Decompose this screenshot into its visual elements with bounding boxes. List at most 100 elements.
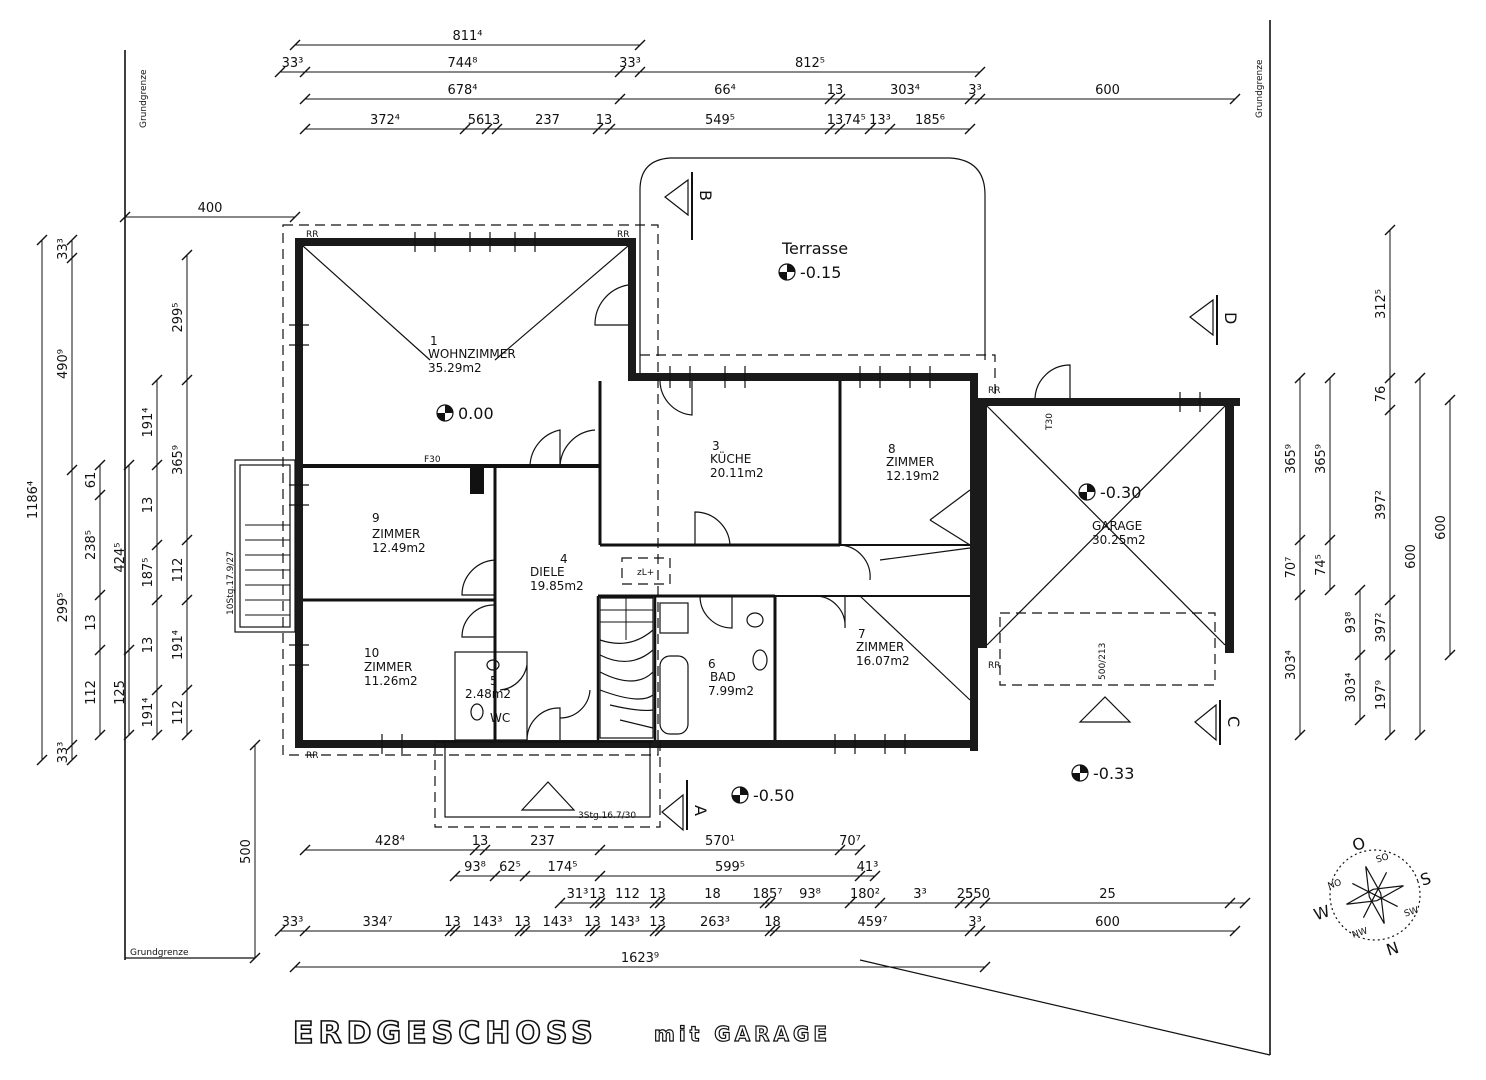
dim-right-3-label: 93⁸	[1344, 612, 1359, 634]
section-marker-b: B	[664, 172, 715, 240]
dim-left-c4-tick	[123, 729, 135, 741]
dim-bot-5-tick	[289, 961, 301, 973]
supply-air-label: zL+	[637, 568, 654, 578]
dim-right-4-tick	[1384, 594, 1396, 606]
dim-top-4-label: 13	[484, 113, 501, 128]
garage-door-rating: T30	[1045, 413, 1055, 431]
compass-no: NO	[1327, 878, 1343, 892]
dim-left-c6-tick	[181, 534, 193, 546]
inner-staircase	[599, 597, 654, 739]
rr-label-3: RR	[306, 751, 319, 761]
dim-bot-4-label: 13	[584, 915, 601, 930]
dim-bot-2-tick	[869, 870, 881, 882]
dim-right-2-label: 365⁹	[1314, 444, 1329, 474]
dim-bot-4-tick	[444, 925, 456, 937]
dim-bot-4-tick	[1229, 925, 1241, 937]
dim-bot-3-label: 25	[957, 887, 974, 902]
dim-left-c3-tick	[94, 644, 106, 656]
dim-left-c3-label: 112	[84, 680, 99, 705]
dim-top-3-tick	[824, 93, 836, 105]
dim-bot-3-tick	[979, 897, 991, 909]
dim-right-1-tick	[1294, 589, 1306, 601]
dim-bot-3-label: 112	[615, 887, 640, 902]
dim-bot-1-label: 570¹	[705, 834, 735, 849]
room-wohnzimmer: 1 WOHNZIMMER 35.29m2	[428, 334, 516, 375]
dim-top-4-tick	[604, 123, 616, 135]
wall-east	[970, 373, 978, 751]
dim-bot-4-label: 3³	[968, 915, 981, 930]
dim-right-1-tick	[1294, 372, 1306, 384]
dim-top-4-label: 237	[535, 113, 560, 128]
dim-left-c5-label: 191⁴	[141, 697, 156, 727]
room-area: 11.26m2	[364, 674, 418, 688]
room-name: ZIMMER	[364, 660, 412, 674]
dim-left-c1-label: 33³	[56, 742, 71, 764]
garage-door-zone	[999, 612, 1216, 686]
dim-right-3-tick	[1354, 649, 1366, 661]
dim-bot-3-tick	[874, 897, 886, 909]
dim-bot-3-tick	[554, 897, 566, 909]
dim-right-2-tick	[1324, 534, 1336, 546]
section-marker-a: A	[661, 780, 710, 832]
dim-left-c5-tick	[151, 459, 163, 471]
stair-main-label: 10Stg.17.9/27	[226, 551, 236, 615]
dim-bot-2-tick	[449, 870, 461, 882]
dim-top-3-label: 66⁴	[714, 83, 736, 98]
dim-bot-4-tick	[769, 925, 781, 937]
dim-top-3-label: 678⁴	[447, 83, 477, 98]
dim-bot-3-tick	[1224, 897, 1236, 909]
dim-left-c6-tick	[181, 249, 193, 261]
dim-bot-3-label: 3³	[913, 887, 926, 902]
level-value: -0.30	[1100, 483, 1141, 502]
dim-top-3-tick	[964, 93, 976, 105]
dim-left-c3-tick	[94, 489, 106, 501]
dim-top-4-label: 56	[468, 113, 485, 128]
dim-right-2-tick	[1324, 584, 1336, 596]
entry-landing-inner	[444, 741, 651, 818]
dim-top-2-tick	[974, 66, 986, 78]
dim-bot-2-label: 41³	[857, 860, 879, 875]
plan-title: ERDGESCHOSS	[293, 1016, 598, 1051]
dim-bot-2-label: 599⁵	[715, 860, 745, 875]
room-area: 35.29m2	[428, 361, 482, 375]
room-name: WOHNZIMMER	[428, 347, 516, 361]
dim-left-c1-tick	[66, 739, 78, 751]
plan-subtitle: mit GARAGE	[654, 1022, 831, 1046]
interior-walls	[303, 381, 970, 741]
dim-left-outer-tick	[36, 754, 48, 766]
dim-right-1-label: 303⁴	[1284, 650, 1299, 680]
level-value: -0.33	[1093, 764, 1134, 783]
wall-garage-east	[1225, 398, 1234, 653]
dim-bot-3-label: 25	[1099, 887, 1116, 902]
dim-bot-3-tick	[1239, 897, 1251, 909]
dim-top-4-tick	[884, 123, 896, 135]
dim-left-c5-tick	[151, 684, 163, 696]
room-area: 12.49m2	[372, 541, 426, 555]
section-letter: B	[696, 190, 715, 201]
room-number: 9	[372, 511, 380, 525]
stair-entry-label: 3Stg.16.7/30	[578, 811, 636, 821]
supply-air-box	[621, 557, 671, 585]
dim-bot-3-tick	[649, 897, 661, 909]
compass-o: O	[1350, 833, 1368, 855]
boundary-label-left: Grundgrenze	[139, 69, 149, 128]
dim-left-c1-tick	[66, 754, 78, 766]
room-terrasse: Terrasse	[781, 239, 848, 258]
dim-right-4-tick	[1384, 224, 1396, 236]
dim-bot-4-tick	[449, 925, 461, 937]
dim-top-4-label: 185⁶	[915, 113, 945, 128]
dim-left-c1-label: 33³	[56, 238, 71, 260]
window-ticks	[289, 232, 1201, 754]
room-number: 8	[888, 442, 896, 456]
dim-bot-2-tick	[519, 870, 531, 882]
dim-top-2-label: 812⁵	[795, 56, 825, 71]
garage-door-dim: 500/213	[1098, 643, 1108, 680]
terrace-outline	[639, 157, 986, 375]
dim-bot-3-label: 13	[649, 887, 666, 902]
roof-diagonals	[302, 245, 1226, 701]
dim-top-4-label: 13	[596, 113, 613, 128]
dim-top-2-tick	[274, 66, 286, 78]
dim-top-3-tick	[834, 93, 846, 105]
room-name: ZIMMER	[372, 527, 420, 541]
